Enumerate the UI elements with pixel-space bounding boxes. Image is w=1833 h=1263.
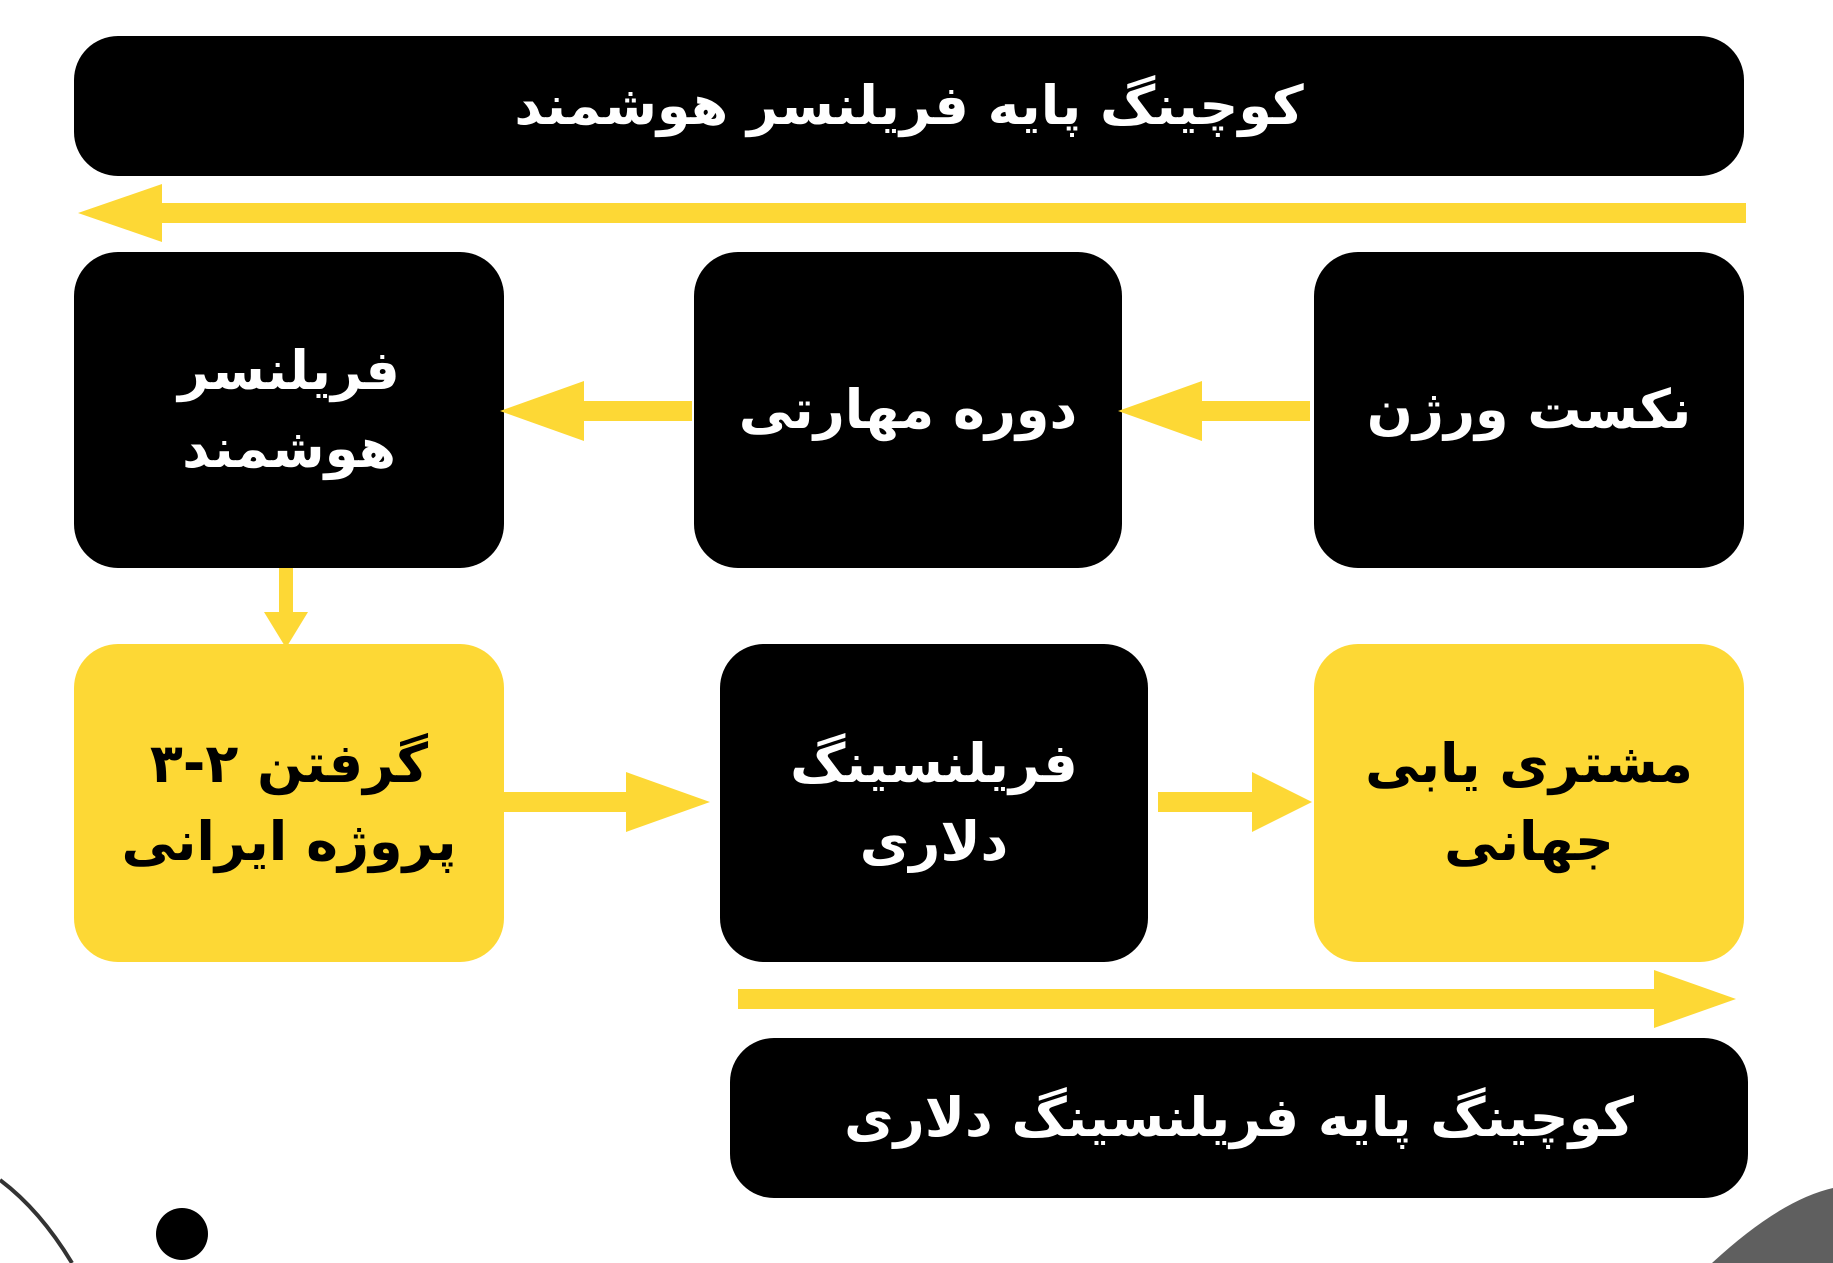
node-iranian-projects-label: گرفتن ۲-۳ پروژه ایرانی	[121, 731, 457, 873]
bottom-banner: کوچینگ پایه فریلنسینگ دلاری	[730, 1038, 1748, 1198]
node-skills-course-label: دوره مهارتی	[738, 377, 1078, 441]
arrow-next-to-skills	[1118, 381, 1310, 441]
top-banner: کوچینگ پایه فریلنسر هوشمند	[74, 36, 1744, 176]
arrow-bottom-right	[738, 970, 1736, 1028]
bottom-banner-title: کوچینگ پایه فریلنسینگ دلاری	[844, 1085, 1634, 1149]
arrow-skills-to-freelancer	[500, 381, 692, 441]
node-dollar-freelancing: فریلنسینگ دلاری	[720, 644, 1148, 962]
decor-arc-left	[0, 1178, 74, 1263]
arrow-dollar-to-global	[1158, 772, 1312, 832]
node-next-version-label: نکست ورژن	[1366, 377, 1692, 441]
arrow-top-left	[78, 184, 1746, 242]
node-smart-freelancer: فریلنسر هوشمند	[74, 252, 504, 568]
node-global-client: مشتری یابی جهانی	[1314, 644, 1744, 962]
arrow-freelancer-down	[264, 568, 308, 648]
arrow-projects-to-dollar	[504, 772, 710, 832]
decor-dot	[156, 1208, 208, 1260]
node-global-client-label: مشتری یابی جهانی	[1365, 731, 1693, 873]
node-next-version: نکست ورژن	[1314, 252, 1744, 568]
node-skills-course: دوره مهارتی	[694, 252, 1122, 568]
decor-gray-corner	[1712, 1188, 1833, 1263]
node-smart-freelancer-label: فریلنسر هوشمند	[178, 338, 400, 480]
node-iranian-projects: گرفتن ۲-۳ پروژه ایرانی	[74, 644, 504, 962]
top-banner-title: کوچینگ پایه فریلنسر هوشمند	[514, 73, 1304, 137]
node-dollar-freelancing-label: فریلنسینگ دلاری	[790, 731, 1078, 873]
